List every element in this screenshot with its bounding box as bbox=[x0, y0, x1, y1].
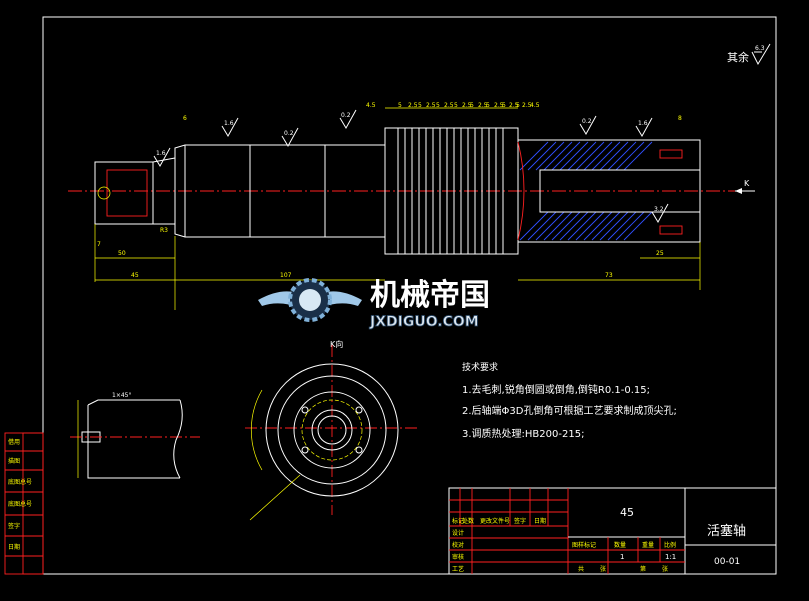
svg-text:张: 张 bbox=[600, 565, 606, 573]
part-name: 活塞轴 bbox=[707, 523, 746, 539]
svg-text:校对: 校对 bbox=[452, 541, 464, 549]
watermark-en: JXDIGUO.COM bbox=[369, 314, 479, 330]
watermark-cn: 机械帝国 bbox=[370, 278, 490, 313]
svg-text:2.5: 2.5 bbox=[426, 102, 436, 109]
svg-text:R3: R3 bbox=[160, 227, 168, 234]
svg-text:处数: 处数 bbox=[462, 517, 474, 525]
svg-text:5: 5 bbox=[436, 102, 440, 109]
dimensions: 50 45 107 73 25 7 6 8 R3 4.5 5 2.5 5 2.5… bbox=[95, 102, 700, 281]
svg-text:比例: 比例 bbox=[664, 541, 676, 549]
material: 45 bbox=[620, 506, 634, 519]
svg-text:8: 8 bbox=[678, 115, 682, 122]
drawing-frame bbox=[42, 16, 777, 575]
side-label-4: 底图总号 bbox=[8, 500, 32, 508]
svg-text:73: 73 bbox=[605, 272, 613, 279]
svg-text:0.2: 0.2 bbox=[284, 130, 294, 137]
svg-text:1.6: 1.6 bbox=[156, 150, 166, 157]
svg-text:5: 5 bbox=[486, 102, 490, 109]
svg-text:1:1: 1:1 bbox=[665, 553, 676, 561]
svg-text:审核: 审核 bbox=[452, 553, 464, 561]
side-label-5: 签字 bbox=[8, 522, 20, 530]
svg-text:1.6: 1.6 bbox=[638, 120, 648, 127]
svg-text:107: 107 bbox=[280, 272, 292, 279]
svg-text:2.5: 2.5 bbox=[509, 102, 519, 109]
svg-text:更改文件号: 更改文件号 bbox=[480, 517, 510, 525]
svg-text:5: 5 bbox=[516, 102, 520, 109]
svg-text:5: 5 bbox=[470, 102, 474, 109]
grooves bbox=[397, 128, 504, 254]
roughness-rest-label: 其余 bbox=[727, 50, 749, 64]
svg-text:50: 50 bbox=[118, 250, 126, 257]
svg-text:2.5: 2.5 bbox=[478, 102, 488, 109]
svg-text:第: 第 bbox=[640, 565, 646, 573]
shaft-main-view bbox=[68, 127, 735, 310]
side-label-1: 借用 bbox=[8, 438, 20, 446]
svg-text:共: 共 bbox=[578, 565, 584, 573]
hatch-bottom bbox=[519, 211, 653, 241]
svg-text:5: 5 bbox=[454, 102, 458, 109]
technical-requirements: 技术要求 1.去毛刺,锐角倒圆或倒角,倒钝R0.1-0.15; 2.后轴端Φ3D… bbox=[462, 361, 677, 440]
svg-text:1: 1 bbox=[620, 553, 624, 561]
k-view-arrow: K bbox=[735, 179, 755, 194]
svg-text:4.5: 4.5 bbox=[530, 102, 540, 109]
svg-text:2.5: 2.5 bbox=[408, 102, 418, 109]
svg-text:6: 6 bbox=[183, 115, 187, 122]
svg-text:7: 7 bbox=[97, 241, 101, 248]
svg-text:1.6: 1.6 bbox=[224, 120, 234, 127]
svg-text:K: K bbox=[744, 179, 750, 188]
roughness-rest: 其余 6.3 bbox=[727, 43, 771, 66]
title-block: 标记 处数 更改文件号 签字 日期 设计 校对 审核 工艺 45 图样标记 数量… bbox=[448, 487, 777, 575]
svg-text:5: 5 bbox=[398, 102, 402, 109]
svg-text:数量: 数量 bbox=[614, 541, 626, 549]
svg-text:工艺: 工艺 bbox=[452, 565, 464, 573]
tech-req-item-1: 1.去毛刺,锐角倒圆或倒角,倒钝R0.1-0.15; bbox=[462, 383, 650, 396]
svg-text:3.2: 3.2 bbox=[654, 206, 664, 213]
svg-text:设计: 设计 bbox=[452, 529, 464, 537]
detail-view: 1×45° bbox=[70, 392, 200, 479]
side-label-6: 日期 bbox=[8, 543, 20, 551]
tech-req-title: 技术要求 bbox=[462, 361, 498, 373]
drawing-number: 00-01 bbox=[714, 557, 740, 567]
svg-text:重量: 重量 bbox=[642, 541, 654, 549]
roughness-symbols: 1.6 0.2 0.2 1.6 1.6 3.2 0.2 bbox=[153, 109, 669, 223]
svg-text:2.5: 2.5 bbox=[494, 102, 504, 109]
watermark: 机械帝国 JXDIGUO.COM bbox=[258, 278, 490, 330]
svg-text:日期: 日期 bbox=[534, 517, 546, 525]
side-label-3: 底图总号 bbox=[8, 478, 32, 486]
tech-req-item-2: 2.后轴端Φ3D孔倒角可根据工艺要求制成顶尖孔; bbox=[462, 404, 677, 417]
svg-text:0.2: 0.2 bbox=[582, 118, 592, 125]
svg-text:图样标记: 图样标记 bbox=[572, 541, 596, 549]
svg-text:4.5: 4.5 bbox=[366, 102, 376, 109]
svg-text:签字: 签字 bbox=[514, 517, 526, 525]
svg-text:25: 25 bbox=[656, 250, 664, 257]
svg-text:2.5: 2.5 bbox=[462, 102, 472, 109]
k-view-label: K向 bbox=[330, 339, 343, 349]
left-end-section bbox=[94, 161, 154, 225]
svg-text:6.3: 6.3 bbox=[755, 45, 765, 52]
svg-text:2.5: 2.5 bbox=[444, 102, 454, 109]
side-label-2: 描图 bbox=[8, 457, 20, 465]
svg-text:45: 45 bbox=[131, 272, 139, 279]
tech-req-item-3: 3.调质热处理:HB200-215; bbox=[462, 427, 584, 440]
svg-text:0.2: 0.2 bbox=[341, 112, 351, 119]
svg-text:张: 张 bbox=[662, 565, 668, 573]
svg-text:2.5: 2.5 bbox=[522, 102, 532, 109]
svg-text:5: 5 bbox=[418, 102, 422, 109]
svg-text:1×45°: 1×45° bbox=[112, 392, 131, 399]
hatch-top bbox=[519, 141, 653, 171]
svg-text:标记: 标记 bbox=[452, 517, 464, 525]
k-end-view: K向 bbox=[245, 339, 420, 521]
svg-text:5: 5 bbox=[502, 102, 506, 109]
side-panel: 借用 描图 底图总号 底图总号 签字 日期 bbox=[4, 432, 44, 575]
